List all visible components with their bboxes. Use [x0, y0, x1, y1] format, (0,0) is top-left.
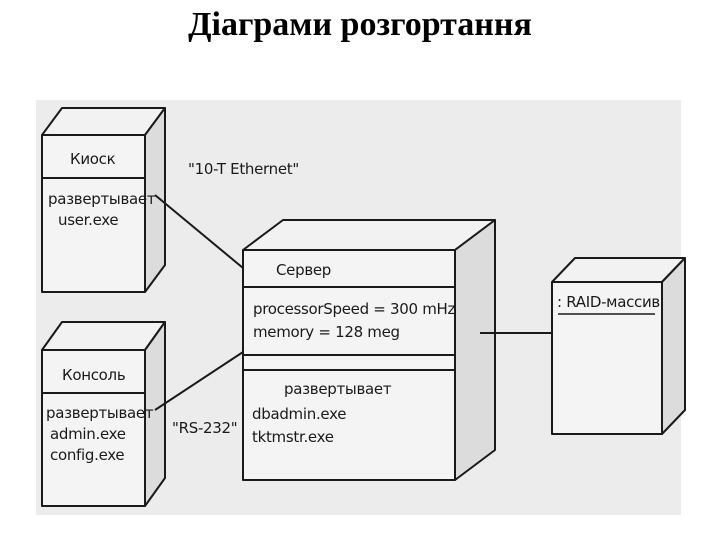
kiosk-name: Киоск [70, 150, 116, 168]
console-artifact: admin.exe [50, 425, 126, 443]
kiosk-artifact: user.exe [58, 211, 119, 229]
kiosk-node [41, 107, 166, 293]
server-deploy-label: развертывает [284, 380, 392, 398]
server-attribute: memory = 128 meg [253, 323, 400, 341]
ethernet-label: "10-T Ethernet" [188, 160, 299, 178]
console-node [41, 321, 166, 507]
console-artifact: config.exe [50, 446, 125, 464]
server-node [242, 219, 496, 481]
raid-node [551, 257, 686, 435]
kiosk-deploy-label: развертывает [48, 190, 156, 208]
server-name: Сервер [276, 261, 332, 279]
console-name: Консоль [62, 366, 126, 384]
rs232-label: "RS-232" [172, 419, 238, 437]
page-title: Діаграми розгортання [188, 6, 532, 43]
server-attribute: processorSpeed = 300 mHz [253, 300, 456, 318]
ethernet-connection [154, 194, 244, 269]
server-artifact: dbadmin.exe [252, 405, 347, 423]
server-artifact: tktmstr.exe [252, 428, 334, 446]
raid-name: : RAID-массив [557, 293, 660, 311]
rs232-connection [154, 351, 244, 411]
console-deploy-label: развертывает [46, 404, 154, 422]
